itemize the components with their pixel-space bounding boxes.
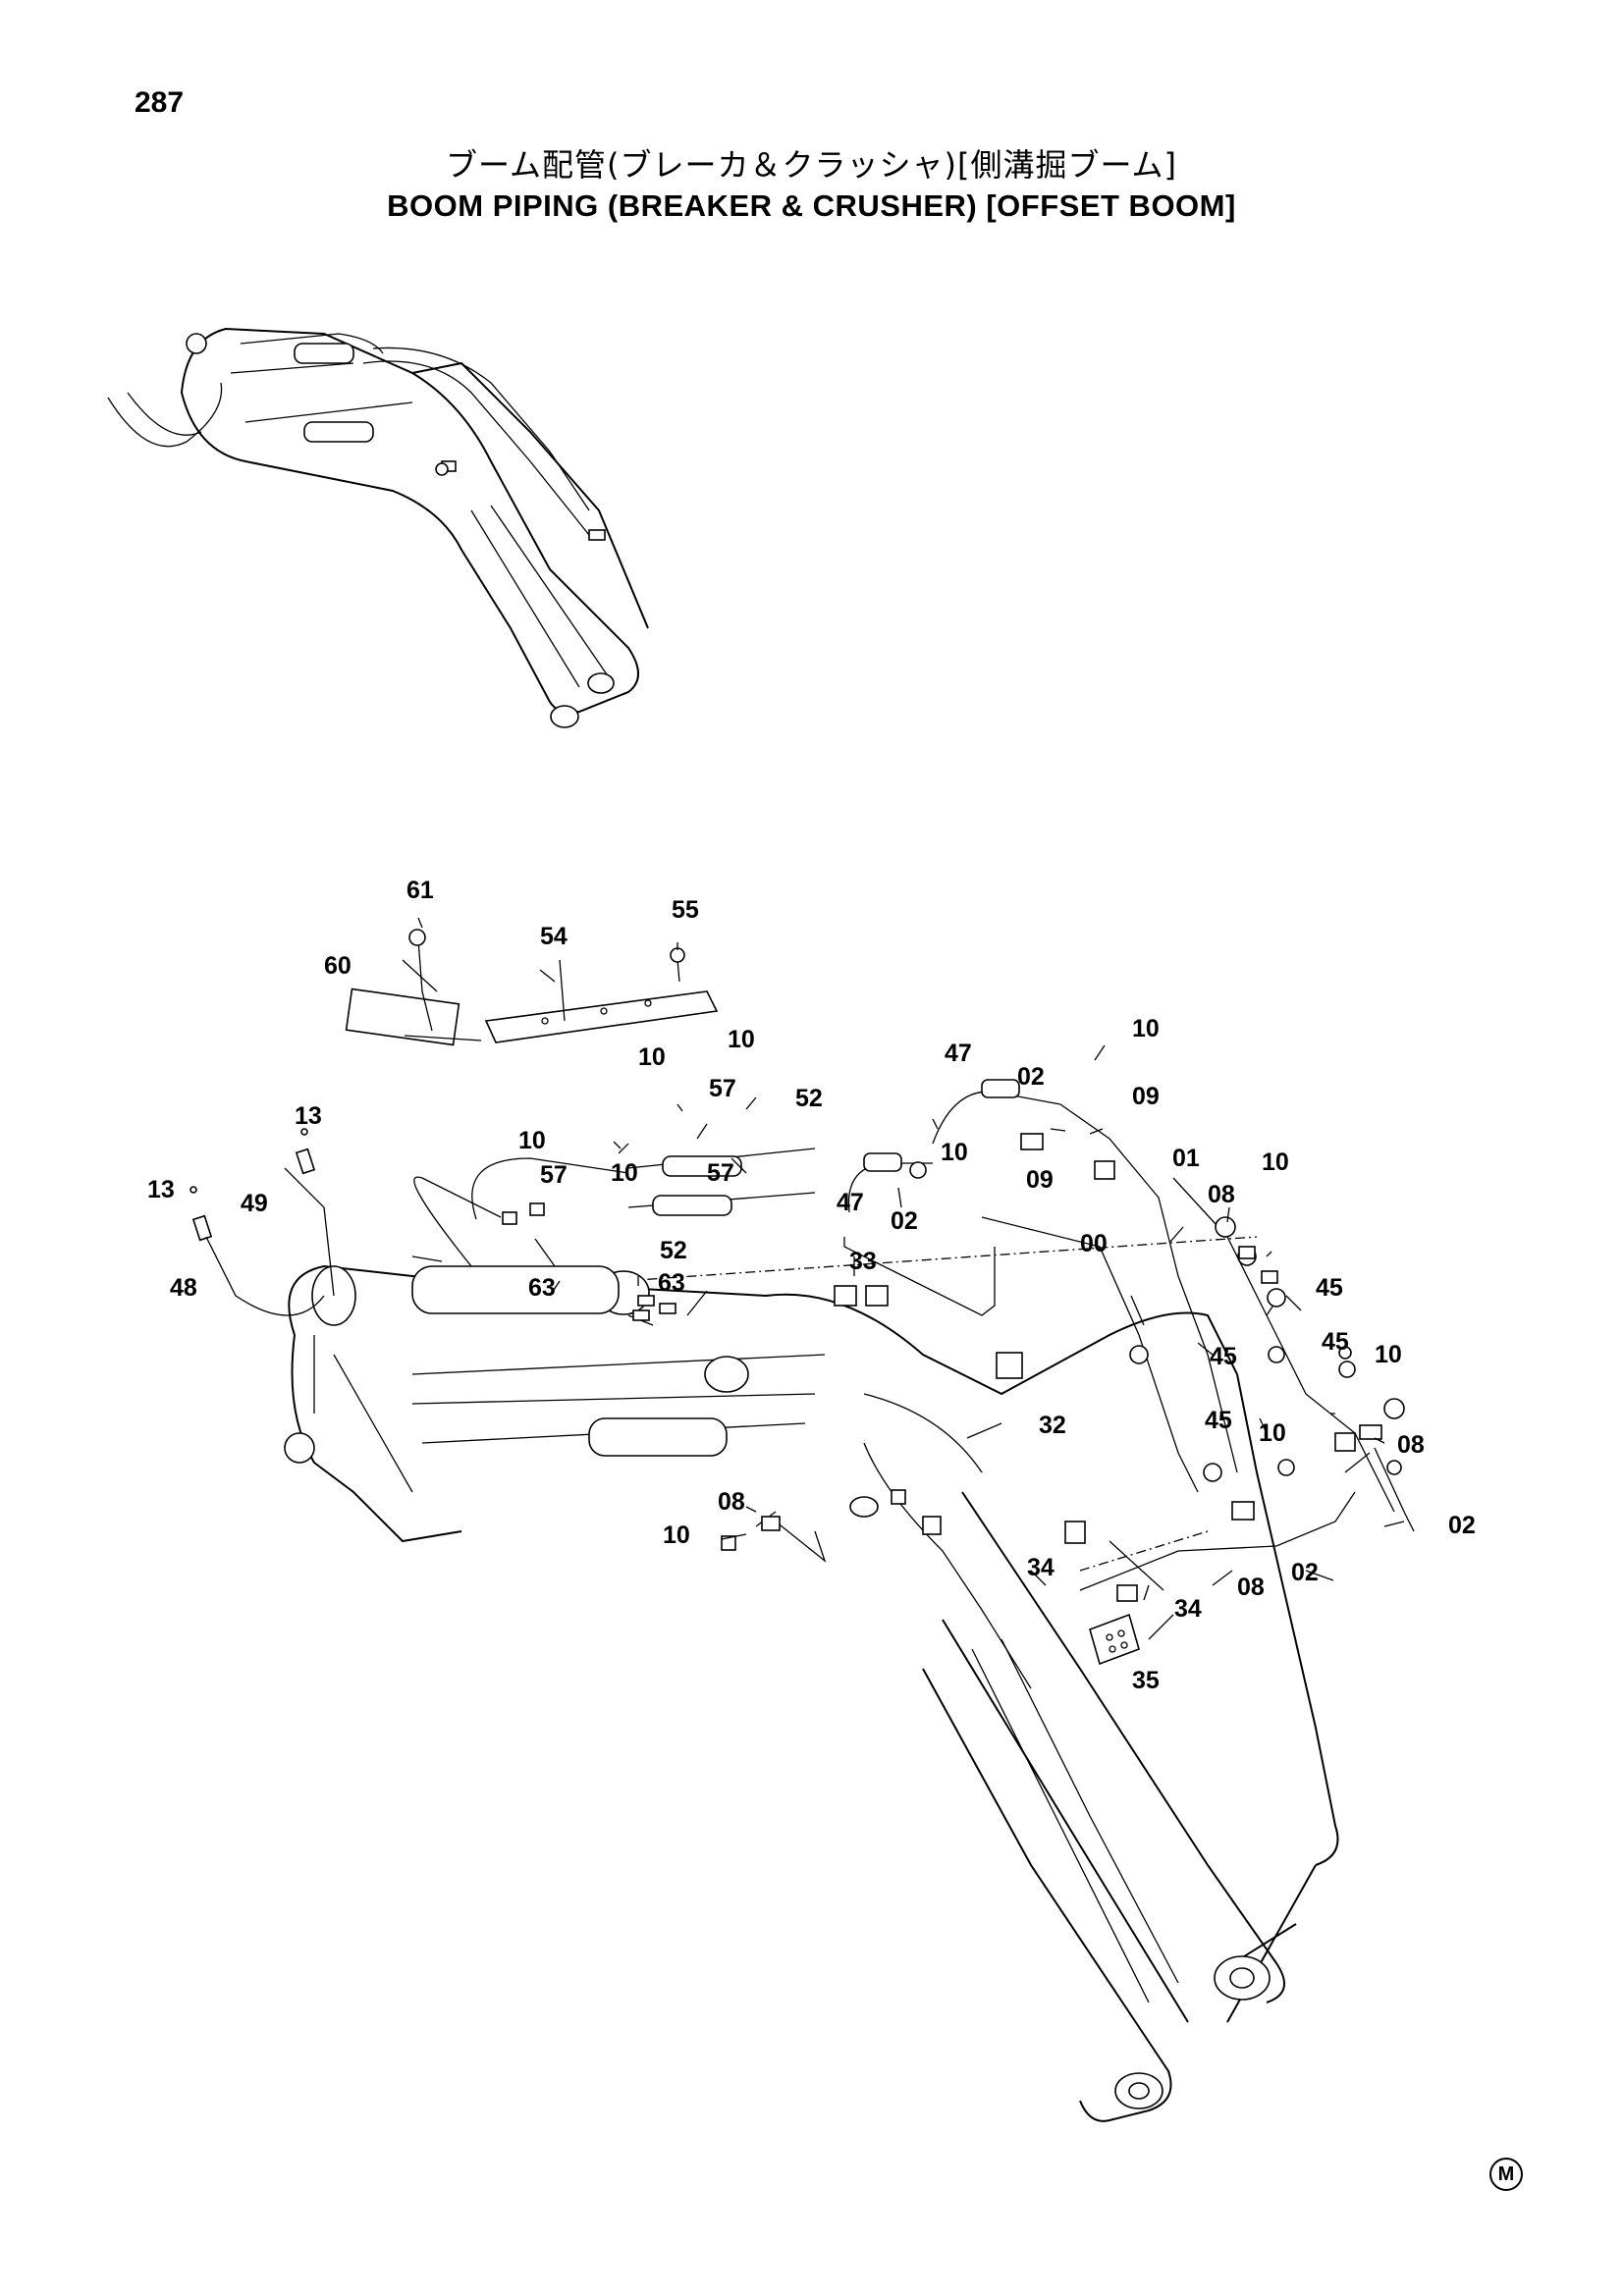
callout-13: 13 xyxy=(295,1102,322,1130)
leader-lines xyxy=(402,917,1405,1640)
callout-57: 57 xyxy=(709,1075,736,1102)
callout-45: 45 xyxy=(1205,1407,1232,1434)
callout-61: 61 xyxy=(406,877,434,904)
callout-02: 02 xyxy=(1017,1063,1045,1091)
piping-and-fittings xyxy=(189,929,1415,1666)
callout-10: 10 xyxy=(941,1139,968,1166)
callout-35: 35 xyxy=(1132,1667,1160,1694)
callout-09: 09 xyxy=(1026,1166,1054,1194)
callout-10: 10 xyxy=(1262,1148,1289,1176)
page-number: 287 xyxy=(135,86,185,119)
callout-10: 10 xyxy=(611,1159,638,1187)
callout-13: 13 xyxy=(147,1176,175,1203)
callout-08: 08 xyxy=(1397,1431,1425,1459)
callout-60: 60 xyxy=(324,952,352,980)
callout-10: 10 xyxy=(728,1026,755,1053)
callout-52: 52 xyxy=(660,1237,687,1264)
callout-10: 10 xyxy=(638,1043,666,1071)
callout-32: 32 xyxy=(1039,1412,1066,1439)
callout-08: 08 xyxy=(718,1488,745,1516)
callout-02: 02 xyxy=(1448,1512,1476,1539)
maker-mark-logo: M xyxy=(1489,2158,1523,2191)
callout-63: 63 xyxy=(528,1274,556,1302)
callout-00: 00 xyxy=(1080,1230,1108,1257)
callout-01: 01 xyxy=(1172,1145,1200,1172)
callout-49: 49 xyxy=(241,1190,268,1217)
callout-10: 10 xyxy=(518,1127,546,1154)
callout-02: 02 xyxy=(1291,1559,1319,1586)
callout-34: 34 xyxy=(1027,1554,1055,1581)
callout-09: 09 xyxy=(1132,1083,1160,1110)
callout-54: 54 xyxy=(540,923,568,950)
callout-08: 08 xyxy=(1208,1181,1235,1208)
callout-02: 02 xyxy=(891,1207,918,1235)
callout-48: 48 xyxy=(170,1274,197,1302)
overview-boom-illustration xyxy=(107,327,649,728)
diagram-title-english: BOOM PIPING (BREAKER & CRUSHER) [OFFSET … xyxy=(387,188,1236,223)
callout-52: 52 xyxy=(795,1085,823,1112)
callout-34: 34 xyxy=(1174,1595,1202,1623)
callout-08: 08 xyxy=(1237,1574,1265,1601)
callout-57: 57 xyxy=(707,1159,734,1187)
callout-55: 55 xyxy=(672,896,699,924)
callout-63: 63 xyxy=(658,1269,685,1297)
callout-10: 10 xyxy=(663,1522,690,1549)
callout-10: 10 xyxy=(1375,1341,1402,1368)
callout-33: 33 xyxy=(849,1248,877,1275)
callout-45: 45 xyxy=(1210,1343,1237,1370)
callout-45: 45 xyxy=(1322,1328,1349,1356)
callout-47: 47 xyxy=(945,1040,972,1067)
main-boom-illustration xyxy=(284,1236,1339,2122)
callout-45: 45 xyxy=(1316,1274,1343,1302)
callout-10: 10 xyxy=(1259,1419,1286,1447)
callout-57: 57 xyxy=(540,1161,568,1189)
callout-47: 47 xyxy=(837,1189,864,1216)
diagram-title-japanese: ブーム配管(ブレーカ＆クラッシャ)[側溝掘ブーム] xyxy=(445,146,1178,184)
callout-10: 10 xyxy=(1132,1015,1160,1042)
